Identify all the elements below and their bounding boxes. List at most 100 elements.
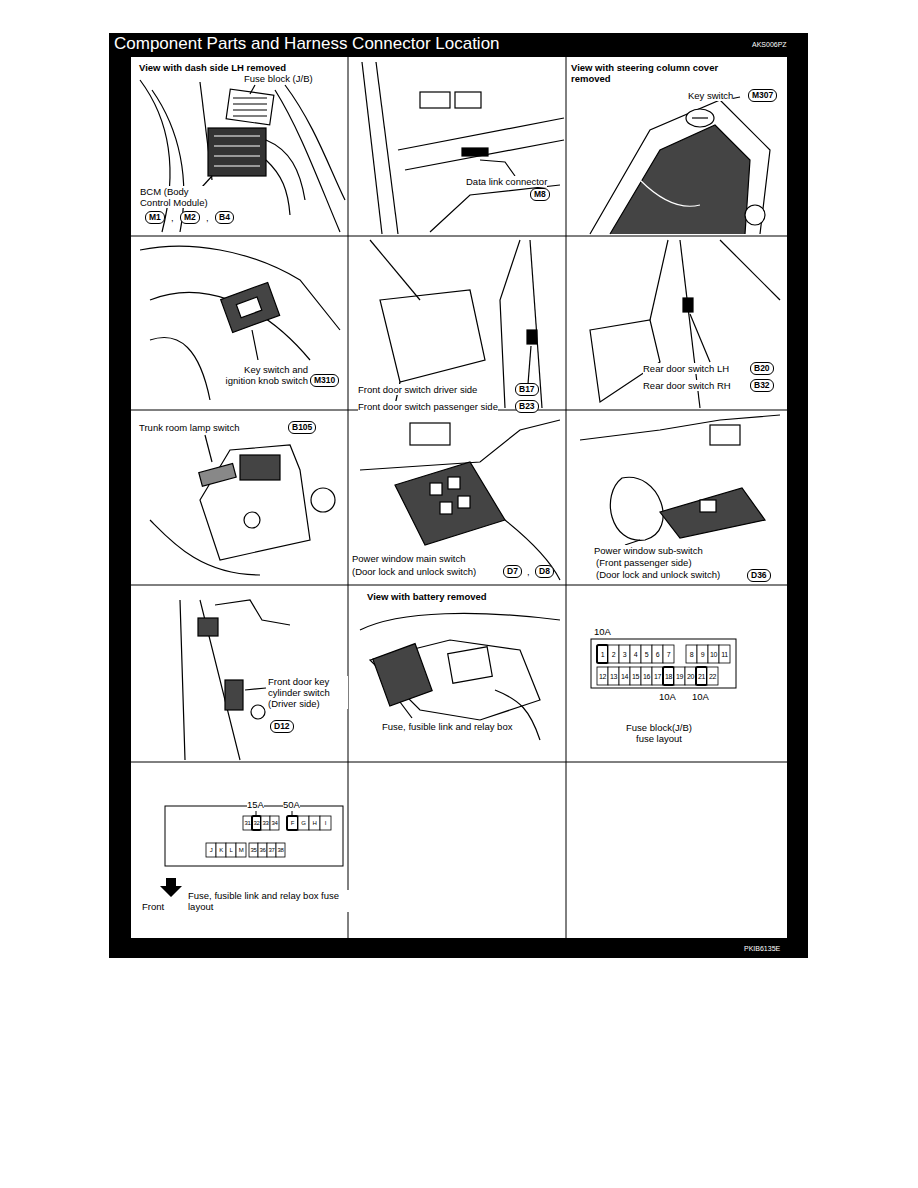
fuse-cell bbox=[652, 645, 663, 663]
part-label: Fuse, fusible link and relay box fuse la… bbox=[188, 890, 358, 912]
power-window-main-sketch bbox=[430, 483, 442, 495]
front-arrow bbox=[160, 878, 182, 897]
dash-side-sketch bbox=[233, 98, 267, 116]
part-label: (Front passenger side) bbox=[596, 557, 692, 568]
battery-area-sketch bbox=[448, 647, 493, 683]
battery-area-sketch bbox=[370, 640, 540, 720]
power-window-main-sketch bbox=[505, 520, 560, 580]
dash-side-sketch bbox=[140, 80, 345, 232]
fuse-number: 13 bbox=[609, 668, 618, 684]
front-door-switch-sketch bbox=[528, 346, 531, 384]
battery-area-sketch bbox=[400, 702, 412, 718]
fuse-cell bbox=[674, 667, 685, 685]
fuse-cell bbox=[663, 645, 674, 663]
fuse-number: 18 bbox=[664, 668, 673, 684]
connector-code: B105 bbox=[288, 421, 316, 434]
part-label: Data link connector bbox=[466, 176, 547, 187]
power-window-main-sketch bbox=[458, 496, 470, 508]
fuse-number: 38 bbox=[277, 844, 284, 856]
part-label: Front bbox=[142, 901, 164, 912]
power-window-sub-sketch bbox=[580, 415, 780, 545]
fuse-cell bbox=[206, 843, 216, 857]
fuse-number: 22 bbox=[708, 668, 717, 684]
part-label: Key switch bbox=[688, 90, 733, 101]
power-window-sub-sketch bbox=[580, 415, 780, 440]
dash-side-sketch bbox=[214, 136, 260, 166]
fuse-layout-frame bbox=[165, 639, 736, 866]
power-window-main-sketch bbox=[395, 462, 505, 545]
connector-code: B4 bbox=[215, 211, 234, 224]
dash-side-sketch bbox=[208, 128, 266, 176]
connector-code-text: B17 bbox=[519, 384, 535, 394]
key-cylinder-sketch bbox=[215, 600, 290, 625]
part-label: View with battery removed bbox=[367, 591, 487, 602]
front-door-switch-sketch bbox=[380, 290, 485, 382]
fuse-cell bbox=[707, 667, 718, 685]
connector-code: B23 bbox=[515, 400, 539, 413]
trunk-latch-sketch bbox=[311, 488, 335, 512]
fuse-cell bbox=[630, 667, 641, 685]
frame bbox=[109, 33, 808, 958]
fuse-number: 11 bbox=[720, 646, 729, 662]
fuse-cell bbox=[652, 667, 663, 685]
part-label: Power window sub-switch bbox=[594, 545, 703, 556]
grid-lines bbox=[566, 57, 567, 938]
part-label: Rear door switch RH bbox=[643, 380, 731, 391]
frame bbox=[109, 33, 808, 958]
fuse-number: 7 bbox=[664, 646, 673, 662]
front-door-switch-sketch bbox=[500, 240, 520, 408]
connector-code-text: D36 bbox=[751, 570, 767, 580]
key-cylinder-sketch bbox=[198, 618, 218, 636]
fuse-cell bbox=[641, 645, 652, 663]
power-window-main-sketch bbox=[360, 420, 560, 470]
connector-code: M2 bbox=[180, 211, 200, 224]
connector-code: D36 bbox=[747, 569, 771, 582]
part-label: BCM (Body Control Module) bbox=[140, 186, 215, 208]
data-link-sketch bbox=[420, 92, 450, 108]
grid-lines bbox=[131, 57, 787, 938]
fuse-cell bbox=[630, 645, 641, 663]
trunk-latch-sketch bbox=[150, 520, 260, 575]
battery-area-sketch bbox=[495, 690, 540, 740]
fuse-number: 32 bbox=[253, 817, 260, 829]
part-label: AKS006PZ bbox=[752, 40, 787, 49]
front-arrow bbox=[160, 878, 182, 897]
frame bbox=[131, 57, 787, 938]
fuse-cell bbox=[608, 645, 619, 663]
connector-code-text: M8 bbox=[534, 189, 546, 199]
trunk-latch-sketch bbox=[200, 445, 310, 560]
fuse-cell bbox=[685, 667, 696, 685]
connector-code-text: B4 bbox=[219, 212, 230, 222]
key-switch-sketch bbox=[236, 297, 261, 318]
fuse-cell bbox=[267, 843, 276, 857]
connector-code: M8 bbox=[530, 188, 550, 201]
fuse-number: 19 bbox=[675, 668, 684, 684]
fuse-number: 14 bbox=[620, 668, 629, 684]
connector-code-text: M2 bbox=[184, 212, 196, 222]
power-window-main-sketch bbox=[410, 423, 450, 445]
data-link-sketch bbox=[455, 92, 481, 108]
fuse-cell bbox=[597, 645, 608, 663]
connector-code: B20 bbox=[750, 362, 774, 375]
fuse-cell bbox=[258, 843, 267, 857]
rear-door-switch-sketch bbox=[720, 240, 780, 300]
steering-column-sketch bbox=[692, 117, 708, 118]
rear-door-switch-sketch bbox=[590, 240, 780, 408]
steering-column-sketch bbox=[640, 180, 700, 206]
dash-side-sketch bbox=[266, 140, 305, 215]
fuse-layout-frame bbox=[165, 806, 343, 866]
front-door-switch-sketch bbox=[370, 240, 542, 408]
power-window-sub-sketch bbox=[710, 425, 740, 445]
connector-code: B32 bbox=[750, 379, 774, 392]
part-label: 10A bbox=[594, 626, 611, 637]
key-cylinder-sketch bbox=[251, 705, 265, 719]
steering-column-sketch bbox=[686, 109, 714, 127]
fuse-number: 6 bbox=[653, 646, 662, 662]
grid-lines bbox=[348, 57, 349, 938]
connector-code-text: M310 bbox=[314, 375, 335, 385]
connector-code: M1 bbox=[145, 211, 165, 224]
trunk-latch-sketch bbox=[244, 512, 260, 528]
battery-area-sketch bbox=[360, 613, 560, 630]
fuse-cell bbox=[597, 667, 608, 685]
data-link-sketch bbox=[480, 160, 515, 176]
